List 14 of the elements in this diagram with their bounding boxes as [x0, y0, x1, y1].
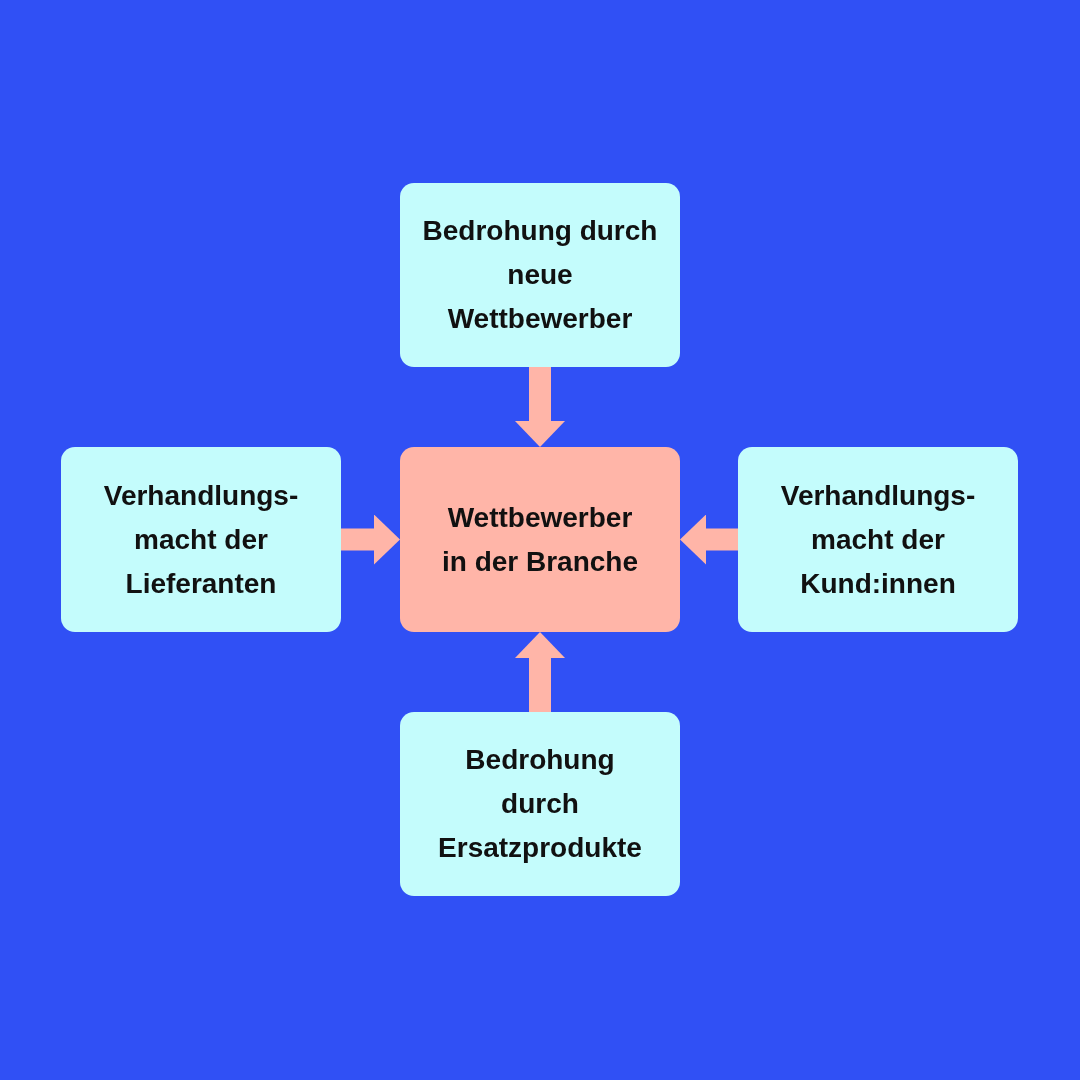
- central-box: [400, 447, 680, 632]
- box-label: Bedrohung durch Ersatzprodukte: [437, 743, 643, 865]
- block-arrow: [680, 514, 738, 565]
- block-arrow: [515, 632, 565, 712]
- box-label: Verhandlungs- macht der Kund:innen: [779, 478, 977, 601]
- force-box: [738, 447, 1018, 632]
- box-label: Verhandlungs- macht der Lieferanten: [102, 478, 300, 601]
- block-arrow: [341, 514, 400, 565]
- force-box: [400, 183, 680, 367]
- block-arrow: [515, 367, 565, 447]
- force-box: [400, 712, 680, 896]
- force-box: [61, 447, 341, 632]
- box-label: Bedrohung durch neue Wettbewerber: [421, 214, 659, 336]
- box-label: Wettbewerber in der Branche: [440, 500, 640, 579]
